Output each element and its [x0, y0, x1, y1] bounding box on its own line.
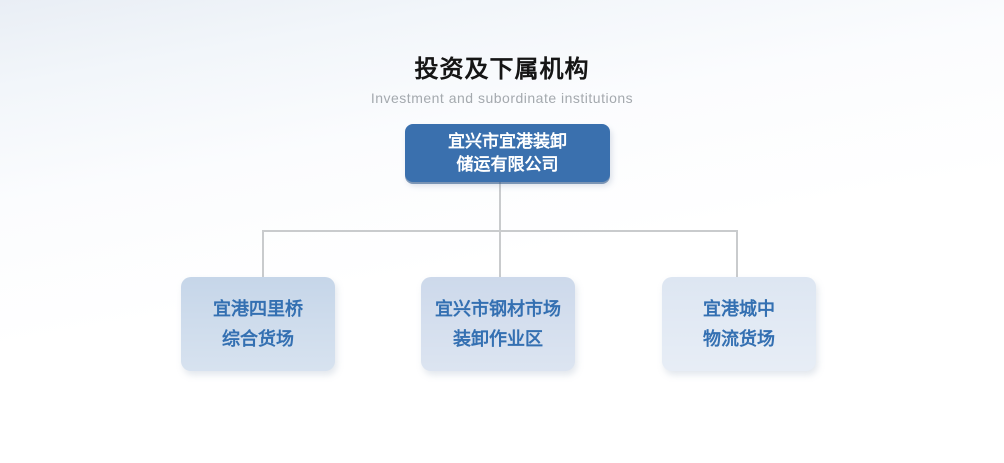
- org-node-root: 宜兴市宜港装卸 储运有限公司: [405, 124, 610, 182]
- page-subtitle: Investment and subordinate institutions: [370, 90, 634, 106]
- org-node-child-2: 宜兴市钢材市场 装卸作业区: [421, 277, 575, 371]
- org-node-child-3: 宜港城中 物流货场: [662, 277, 816, 371]
- org-node-child-3-line2: 物流货场: [703, 329, 775, 349]
- org-node-child-2-line2: 装卸作业区: [453, 329, 543, 349]
- org-node-child-1-line1: 宜港四里桥: [213, 299, 303, 319]
- connector-root-drop: [499, 182, 501, 277]
- page-title: 投资及下属机构: [414, 56, 590, 83]
- org-node-child-2-line1: 宜兴市钢材市场: [435, 299, 561, 319]
- org-node-child-1-line2: 综合货场: [222, 329, 294, 349]
- org-node-root-line2: 储运有限公司: [456, 155, 559, 174]
- connector-right-drop: [736, 230, 738, 277]
- connector-horizontal: [262, 230, 738, 232]
- org-node-root-line1: 宜兴市宜港装卸: [448, 132, 567, 151]
- page-header: 投资及下属机构 Investment and subordinate insti…: [0, 49, 1004, 106]
- org-node-child-3-line1: 宜港城中: [703, 299, 775, 319]
- connector-left-drop: [262, 230, 264, 278]
- org-node-child-1: 宜港四里桥 综合货场: [181, 277, 335, 371]
